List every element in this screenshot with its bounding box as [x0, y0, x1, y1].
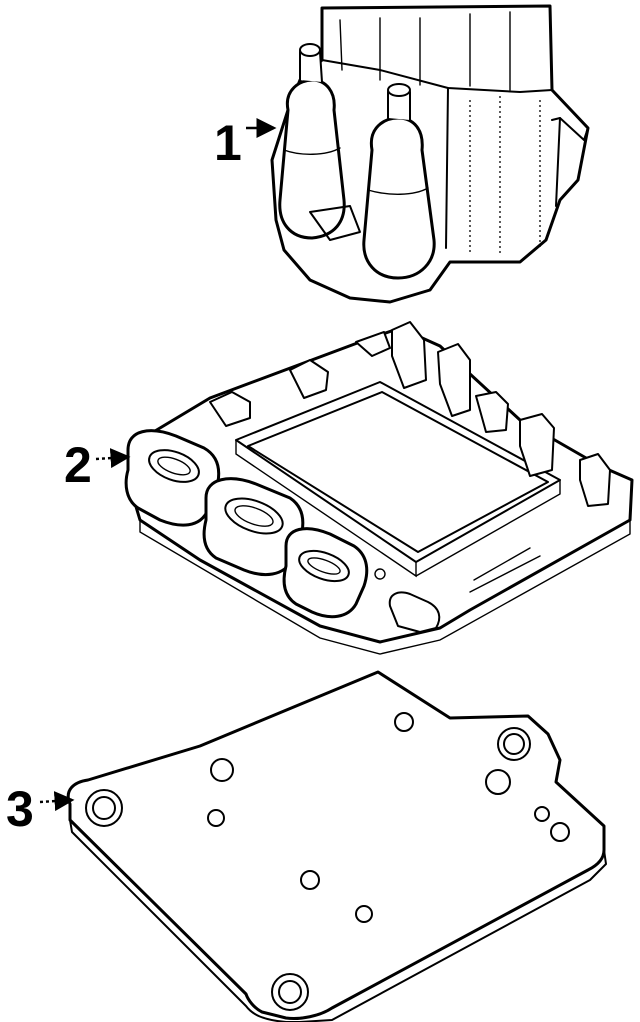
- callout-3: 3: [6, 781, 75, 837]
- callout-3-arrow: [39, 791, 75, 812]
- callout-2-arrow: [95, 448, 131, 469]
- callout-2-number: 2: [64, 437, 92, 493]
- callout-3-number: 3: [6, 781, 34, 837]
- callout-1: 1: [214, 115, 277, 171]
- callout-2: 2: [64, 437, 131, 493]
- part-3-plate: [66, 670, 607, 1022]
- part-1-ignition-coil: [270, 4, 590, 304]
- part-2-ignition-module: [124, 321, 634, 655]
- callout-1-number: 1: [214, 115, 242, 171]
